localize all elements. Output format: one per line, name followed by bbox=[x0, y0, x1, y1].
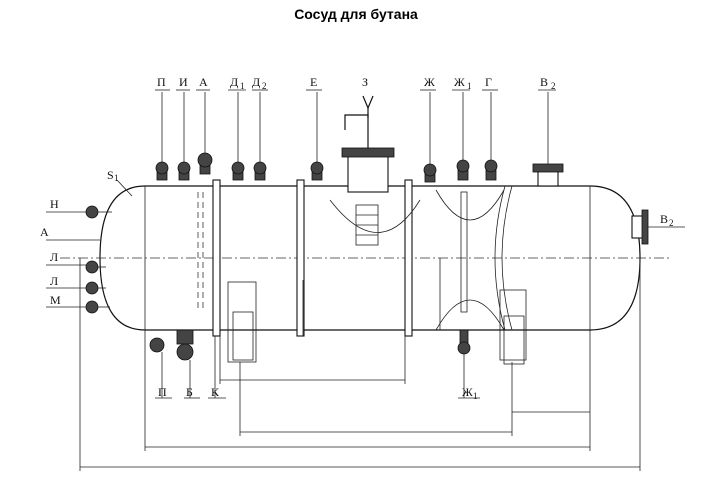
label-g: Г bbox=[485, 75, 492, 89]
top-leaders bbox=[155, 89, 556, 164]
label-zh1-sub: 1 bbox=[473, 391, 478, 401]
label-m: М bbox=[50, 293, 61, 307]
label-zh2-sub: 1 bbox=[467, 81, 472, 91]
label-p-bottom: П bbox=[158, 385, 167, 399]
label-zh: Ж bbox=[424, 75, 435, 89]
label-k: К bbox=[211, 385, 220, 399]
left-leaders bbox=[46, 179, 133, 308]
label-d1: Д bbox=[230, 75, 238, 89]
top-nozzles bbox=[155, 152, 564, 187]
label-d2: Д bbox=[252, 75, 260, 89]
right-nozzle bbox=[631, 209, 649, 245]
bottom-labels: П Б К Ж 1 bbox=[155, 336, 480, 401]
left-nozzles bbox=[85, 205, 112, 314]
left-labels: Н А Л Л М S 1 bbox=[40, 168, 119, 307]
label-a-left: А bbox=[40, 225, 49, 239]
bottom-nozzles bbox=[149, 329, 471, 361]
label-z: З bbox=[362, 75, 368, 89]
label-e: Е bbox=[310, 75, 317, 89]
label-a: А bbox=[199, 75, 208, 89]
label-v1: В bbox=[540, 75, 548, 89]
label-s1-sub: 1 bbox=[114, 173, 119, 183]
right-labels: В 2 bbox=[648, 212, 685, 228]
dimension-lines bbox=[79, 258, 641, 471]
section-flanges bbox=[212, 179, 413, 337]
label-n: Н bbox=[50, 197, 59, 211]
label-l1: Л bbox=[50, 250, 58, 264]
label-zh2: Ж bbox=[454, 75, 465, 89]
label-i: И bbox=[179, 75, 188, 89]
label-b: Б bbox=[186, 385, 193, 399]
label-zh1: Ж bbox=[462, 385, 473, 399]
label-d1-sub: 1 bbox=[240, 81, 245, 91]
top-labels: П И А Д 1 Д 2 Е З Ж Ж 1 Г В 2 bbox=[157, 75, 556, 91]
dome-valve bbox=[341, 95, 395, 193]
sump-pipes bbox=[227, 281, 527, 365]
label-s1: S bbox=[107, 168, 114, 182]
label-v1-sub: 2 bbox=[551, 81, 556, 91]
float-chamber bbox=[435, 185, 513, 331]
label-v2: В bbox=[660, 212, 668, 226]
page-title: Сосуд для бутана bbox=[294, 6, 418, 22]
label-l2: Л bbox=[50, 274, 58, 288]
label-p1: П bbox=[157, 75, 166, 89]
label-d2-sub: 2 bbox=[262, 81, 267, 91]
label-v2-sub: 2 bbox=[669, 218, 674, 228]
manhole-ladder bbox=[329, 199, 421, 246]
